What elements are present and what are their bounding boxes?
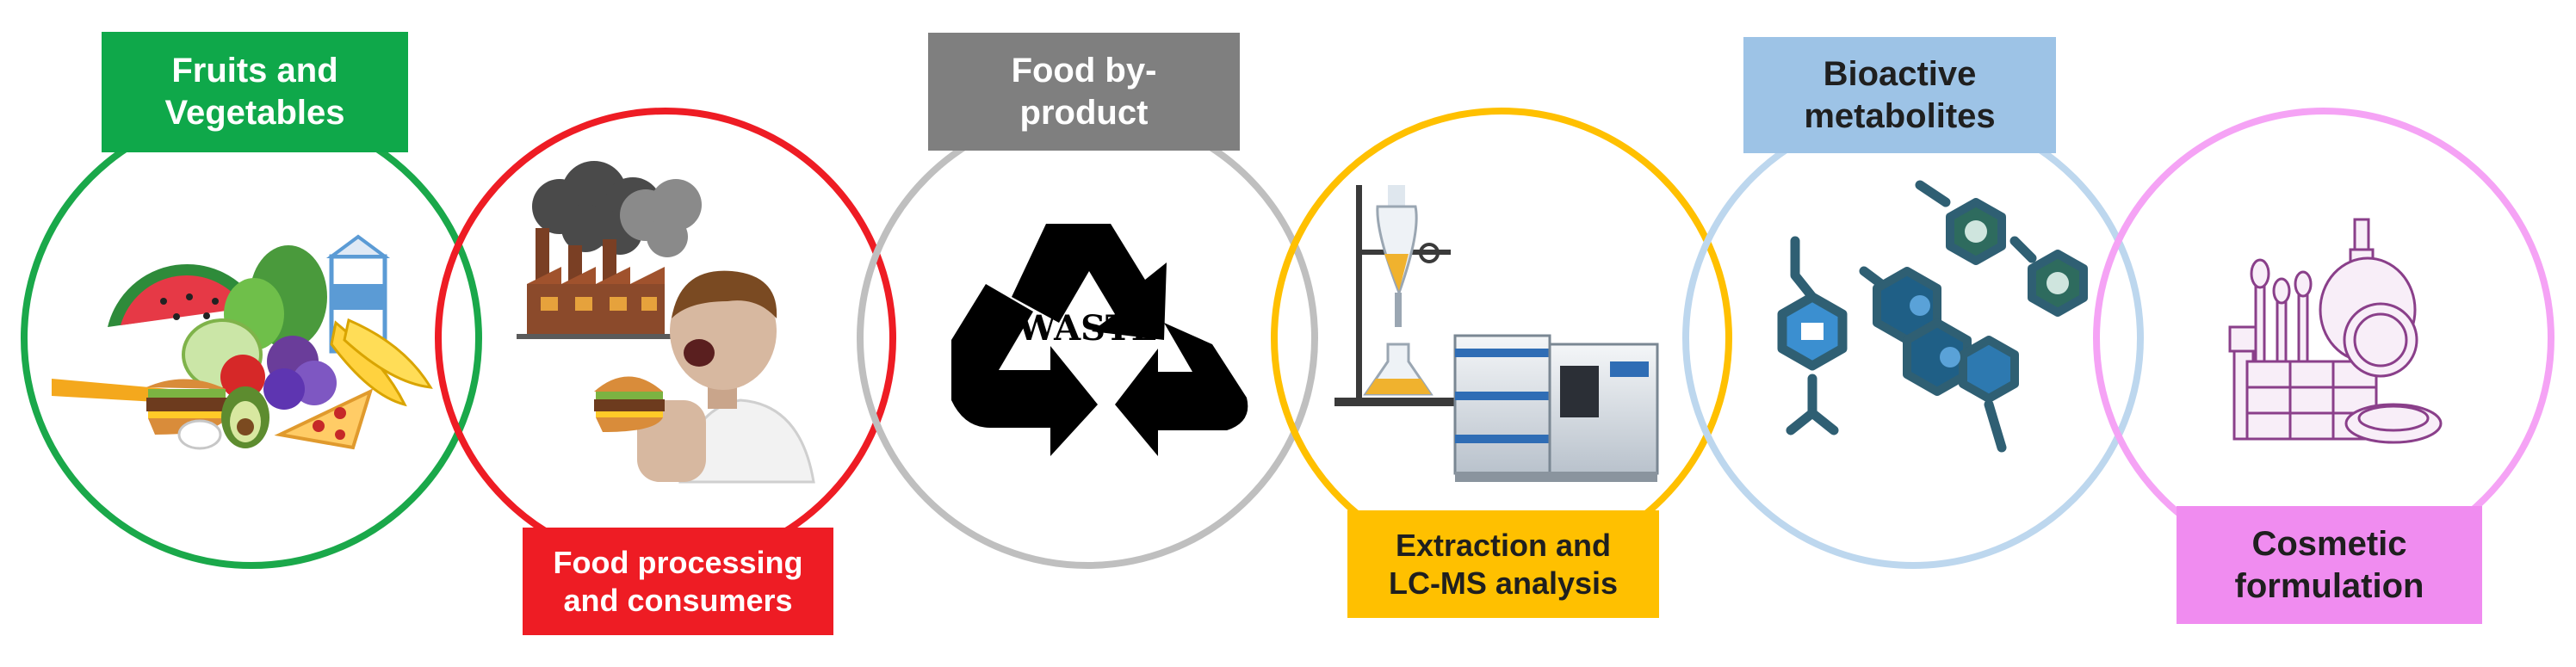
recycle-waste-icon: WASTE: [951, 224, 1248, 456]
fruits-vegetables-illustration: [52, 234, 433, 450]
lab-equipment-illustration: [1334, 185, 1659, 482]
waste-text: WASTE: [1017, 308, 1158, 349]
stage-label-byproduct: Food by-product: [928, 33, 1240, 151]
stage-ring-cosmetic: [2093, 108, 2554, 569]
cosmetics-illustration: [2228, 218, 2443, 444]
molecule-structures-illustration: [1777, 180, 2088, 453]
factory-and-consumer-illustration: [517, 161, 815, 484]
